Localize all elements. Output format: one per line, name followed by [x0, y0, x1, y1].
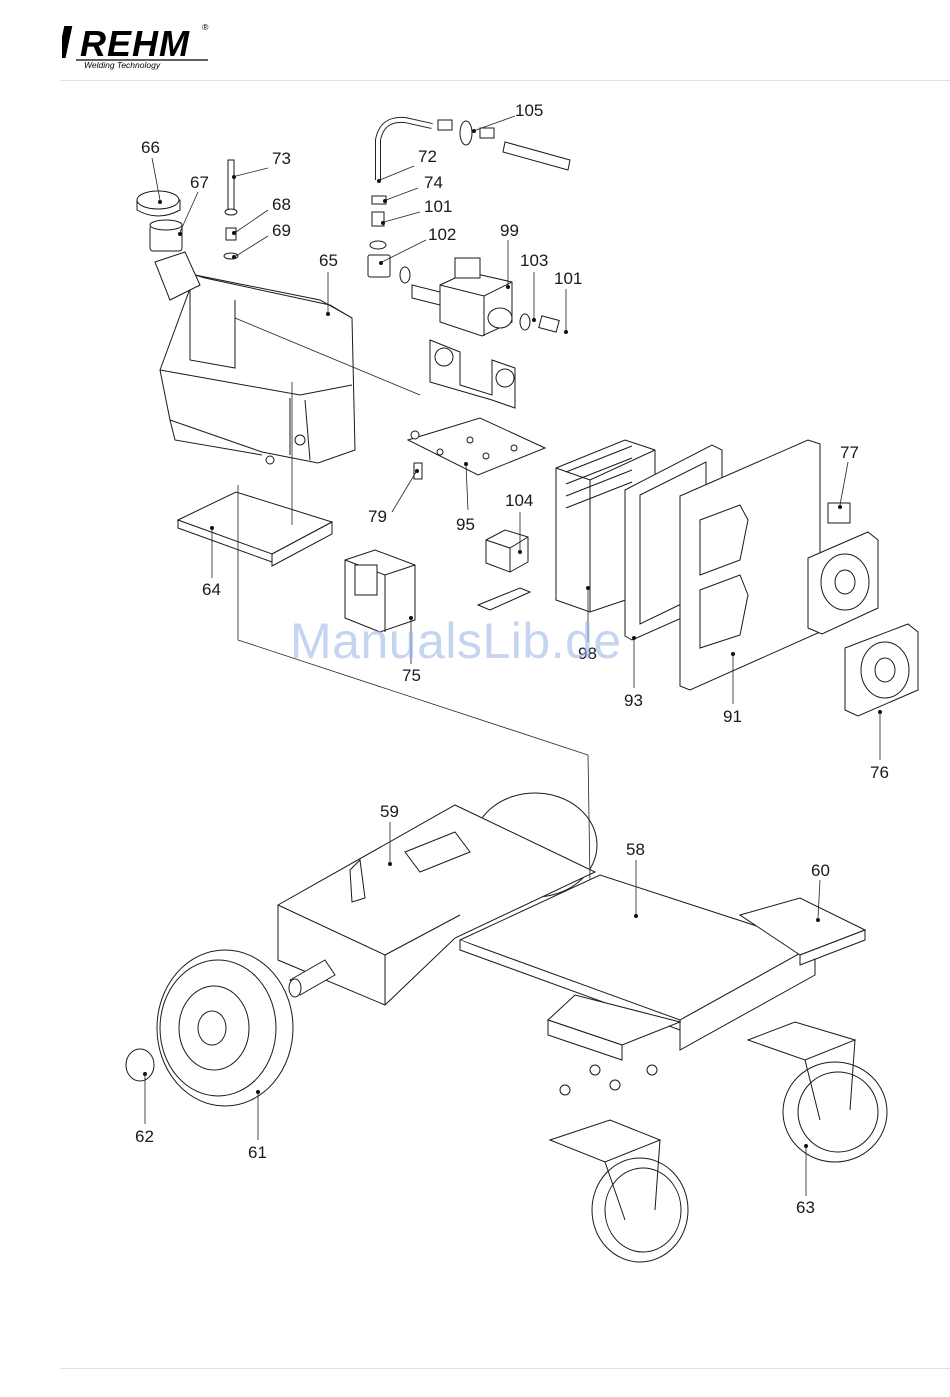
pump-part-99 [412, 258, 512, 336]
water-tank-part-65 [160, 275, 355, 464]
watermark: ManualsLib.de [290, 612, 622, 670]
fitting-part-103 [520, 314, 559, 332]
fan-part-76 [845, 624, 918, 716]
callout-72: 72 [418, 147, 437, 166]
hose-part-105 [438, 120, 570, 170]
callout-91: 91 [723, 707, 742, 726]
callout-99: 99 [500, 221, 519, 240]
callout-58: 58 [626, 840, 645, 859]
callout-68: 68 [272, 195, 291, 214]
callout-76: 76 [870, 763, 889, 782]
callout-59: 59 [380, 802, 399, 821]
callout-66: 66 [141, 138, 160, 157]
callout-65: 65 [319, 251, 338, 270]
callout-63: 63 [796, 1198, 815, 1217]
callout-95: 95 [456, 515, 475, 534]
callout-101-upper: 101 [424, 197, 452, 216]
callout-69: 69 [272, 221, 291, 240]
callout-61: 61 [248, 1143, 267, 1162]
tank-cap-part-66 [137, 191, 180, 216]
caster-part-63 [748, 1022, 887, 1162]
wheel-part-61 [157, 950, 293, 1106]
capacitor-part-104 [478, 530, 530, 610]
callout-102: 102 [428, 225, 456, 244]
callout-73: 73 [272, 149, 291, 168]
callout-79: 79 [368, 507, 387, 526]
valve-part-102 [368, 255, 410, 283]
callout-104: 104 [505, 491, 533, 510]
plate-part-95 [408, 418, 545, 475]
callout-74: 74 [424, 173, 443, 192]
callout-93: 93 [624, 691, 643, 710]
filler-neck-part-67 [150, 220, 200, 300]
callout-62: 62 [135, 1127, 154, 1146]
callout-64: 64 [202, 580, 221, 599]
callout-77: 77 [840, 443, 859, 462]
callout-105: 105 [515, 101, 543, 120]
rod-part-73 [224, 160, 238, 259]
caster-front [550, 1065, 688, 1262]
callout-67: 67 [190, 173, 209, 192]
hub-cap-part-62 [126, 1049, 154, 1081]
callout-103: 103 [520, 251, 548, 270]
callout-60: 60 [811, 861, 830, 880]
mount-plate-part-64 [178, 492, 332, 566]
callout-101-lower: 101 [554, 269, 582, 288]
pump-bracket [430, 340, 515, 408]
